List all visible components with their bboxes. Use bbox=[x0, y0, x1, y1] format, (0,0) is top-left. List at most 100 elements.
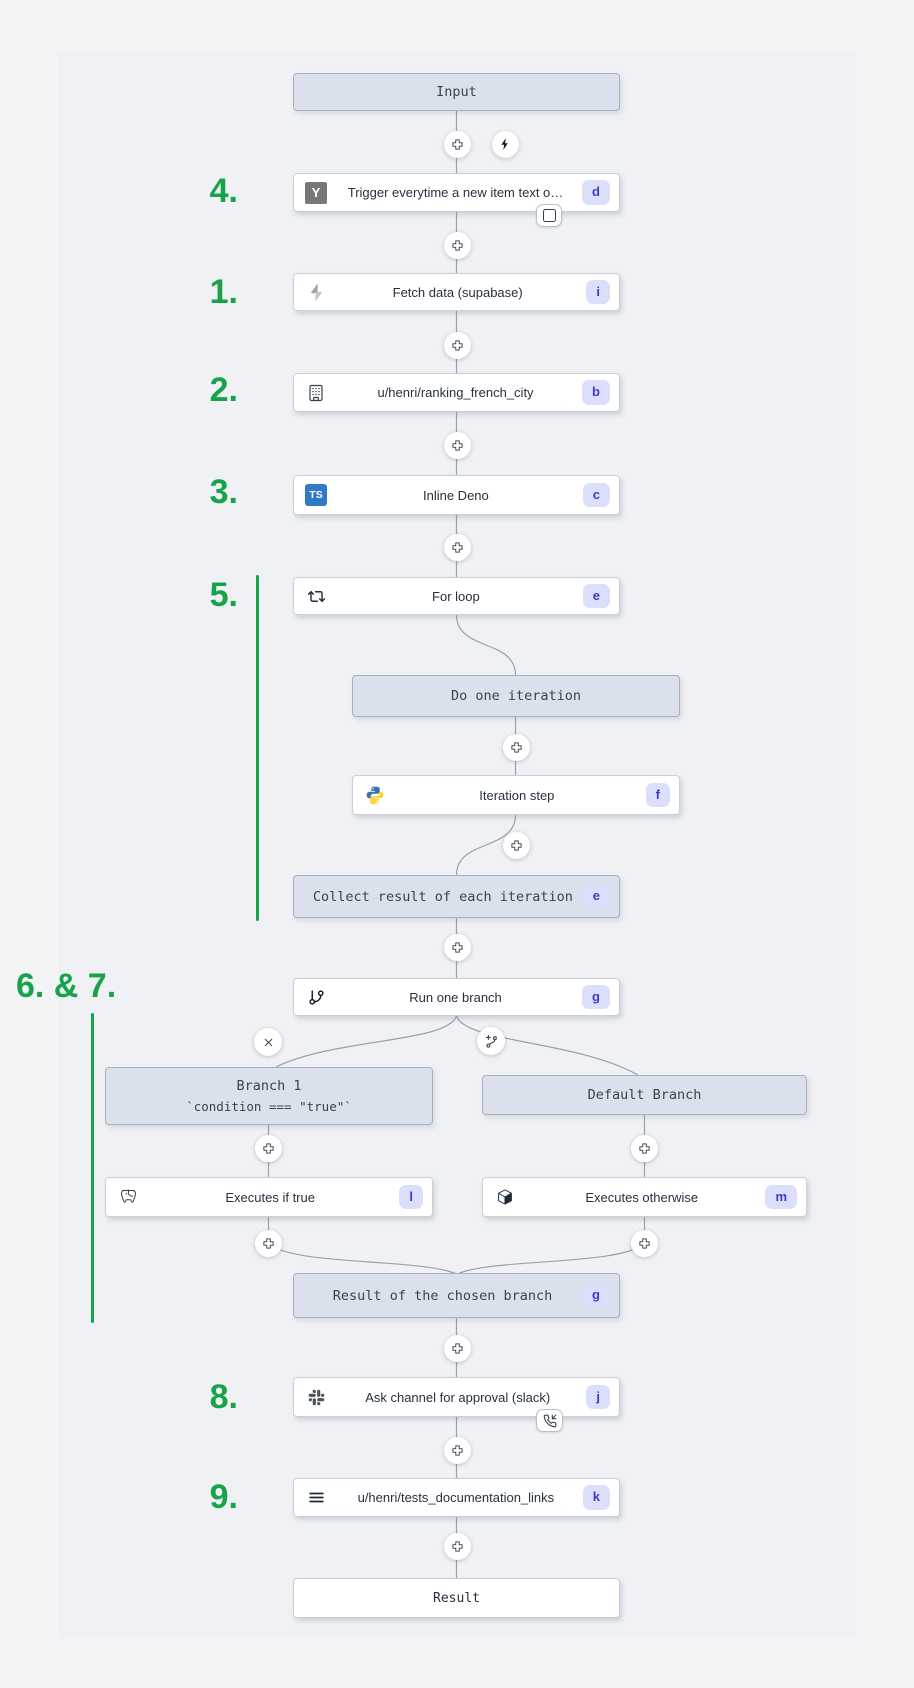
annotation-step-1: 1. bbox=[209, 273, 238, 311]
add-step-button[interactable] bbox=[630, 1229, 658, 1257]
node-default-branch-label: Default Branch bbox=[587, 1087, 702, 1103]
step-badge: e bbox=[582, 884, 610, 909]
node-trigger-label: Trigger everytime a new item text o… bbox=[347, 185, 564, 200]
node-executes-if-true[interactable]: Executes if true l bbox=[105, 1177, 433, 1217]
add-step-button[interactable] bbox=[254, 1229, 282, 1257]
plus-icon bbox=[638, 1237, 650, 1249]
node-branch-1-condition: `condition === "true"` bbox=[186, 1098, 352, 1114]
annotation-step-8: 8. bbox=[209, 1378, 238, 1416]
node-iteration-step[interactable]: Iteration step f bbox=[352, 775, 680, 815]
node-run-one-branch-label: Run one branch bbox=[409, 989, 502, 1005]
node-branch-1-title: Branch 1 bbox=[236, 1077, 302, 1094]
remove-branch-button[interactable] bbox=[254, 1028, 282, 1056]
plus-icon bbox=[451, 1540, 463, 1552]
node-ask-approval[interactable]: Ask channel for approval (slack) j bbox=[293, 1377, 620, 1417]
node-iteration-step-label: Iteration step bbox=[479, 787, 555, 803]
add-step-button[interactable] bbox=[254, 1134, 282, 1162]
node-executes-otherwise[interactable]: Executes otherwise m bbox=[482, 1177, 807, 1217]
typescript-icon: TS bbox=[303, 484, 329, 506]
node-input-label: Input bbox=[436, 84, 477, 100]
add-step-button[interactable] bbox=[630, 1134, 658, 1162]
annotation-steps-6-7: 6. & 7. bbox=[16, 967, 117, 1005]
node-input[interactable]: Input bbox=[293, 73, 620, 111]
node-trigger[interactable]: Y Trigger everytime a new item text o… d bbox=[293, 173, 620, 212]
annotation-step-9: 9. bbox=[209, 1478, 238, 1516]
add-step-button[interactable] bbox=[443, 533, 471, 561]
node-tests-documentation-links[interactable]: u/henri/tests_documentation_links k bbox=[293, 1478, 620, 1517]
step-badge: j bbox=[586, 1384, 610, 1410]
plus-icon bbox=[262, 1237, 274, 1249]
node-collect-result[interactable]: Collect result of each iteration e bbox=[293, 875, 620, 918]
node-run-one-branch[interactable]: Run one branch g bbox=[293, 978, 620, 1016]
plus-icon bbox=[451, 1342, 463, 1354]
node-inline-deno[interactable]: TS Inline Deno c bbox=[293, 475, 620, 515]
phone-incoming-icon bbox=[543, 1414, 556, 1427]
close-icon bbox=[264, 1038, 272, 1046]
step-badge: k bbox=[582, 1485, 610, 1510]
add-branch-icon bbox=[485, 1034, 497, 1048]
node-executes-if-true-label: Executes if true bbox=[225, 1189, 315, 1205]
step-badge: f bbox=[645, 782, 670, 808]
postgresql-icon bbox=[115, 1188, 141, 1207]
node-result[interactable]: Result bbox=[293, 1578, 620, 1618]
plus-icon bbox=[451, 439, 463, 451]
step-badge: b bbox=[582, 380, 610, 405]
python-icon bbox=[362, 785, 388, 805]
section-line-steps-6-7 bbox=[91, 1013, 94, 1323]
supabase-icon bbox=[303, 283, 329, 302]
annotation-step-3: 3. bbox=[209, 473, 238, 511]
step-badge: i bbox=[586, 279, 610, 305]
step-badge: g bbox=[582, 1283, 610, 1308]
slack-icon bbox=[303, 1388, 329, 1407]
add-step-button[interactable] bbox=[443, 331, 471, 359]
plus-icon bbox=[451, 941, 463, 953]
square-icon bbox=[542, 209, 556, 222]
node-default-branch[interactable]: Default Branch bbox=[482, 1075, 807, 1115]
repeat-icon bbox=[303, 587, 329, 606]
add-step-button[interactable] bbox=[443, 130, 471, 158]
annotation-step-2: 2. bbox=[209, 371, 238, 409]
node-tests-docs-label: u/henri/tests_documentation_links bbox=[357, 1490, 555, 1505]
suspend-approval-indicator bbox=[536, 1409, 563, 1432]
trigger-preview-toggle[interactable] bbox=[536, 204, 562, 227]
plus-icon bbox=[451, 541, 463, 553]
add-step-button[interactable] bbox=[443, 431, 471, 459]
node-result-chosen-branch[interactable]: Result of the chosen branch g bbox=[293, 1273, 620, 1318]
node-ask-approval-label: Ask channel for approval (slack) bbox=[365, 1389, 551, 1405]
section-line-step5 bbox=[256, 575, 259, 921]
add-branch-button[interactable] bbox=[477, 1027, 505, 1055]
add-step-button[interactable] bbox=[443, 231, 471, 259]
step-badge: m bbox=[765, 1184, 797, 1210]
node-fetch-data[interactable]: Fetch data (supabase) i bbox=[293, 273, 620, 311]
plus-icon bbox=[638, 1142, 650, 1154]
add-step-button[interactable] bbox=[443, 1436, 471, 1464]
git-branch-icon bbox=[303, 989, 329, 1006]
node-branch-1[interactable]: Branch 1 `condition === "true"` bbox=[105, 1067, 433, 1125]
add-step-button[interactable] bbox=[443, 933, 471, 961]
node-collect-result-label: Collect result of each iteration bbox=[312, 888, 573, 905]
node-for-loop-label: For loop bbox=[432, 588, 480, 604]
plus-icon bbox=[262, 1142, 274, 1154]
node-do-one-iteration-label: Do one iteration bbox=[450, 688, 582, 704]
step-badge: l bbox=[399, 1184, 423, 1210]
building-icon bbox=[303, 384, 329, 402]
add-step-button[interactable] bbox=[502, 733, 530, 761]
trigger-lightning-button[interactable] bbox=[491, 130, 519, 158]
node-ranking-french-city[interactable]: u/henri/ranking_french_city b bbox=[293, 373, 620, 412]
cube-icon bbox=[492, 1188, 518, 1206]
node-for-loop[interactable]: For loop e bbox=[293, 577, 620, 615]
annotation-step-5: 5. bbox=[209, 576, 238, 614]
node-result-chosen-branch-label: Result of the chosen branch bbox=[332, 1287, 553, 1304]
node-fetch-data-label: Fetch data (supabase) bbox=[392, 284, 523, 300]
add-step-button[interactable] bbox=[443, 1532, 471, 1560]
menu-icon bbox=[303, 1488, 329, 1507]
plus-icon bbox=[510, 741, 522, 753]
node-do-one-iteration[interactable]: Do one iteration bbox=[352, 675, 680, 717]
node-executes-otherwise-label: Executes otherwise bbox=[585, 1189, 699, 1205]
add-step-button[interactable] bbox=[502, 831, 530, 859]
annotation-step-4: 4. bbox=[209, 172, 238, 210]
step-badge: d bbox=[582, 180, 610, 205]
step-badge: c bbox=[582, 482, 610, 508]
add-step-button[interactable] bbox=[443, 1334, 471, 1362]
